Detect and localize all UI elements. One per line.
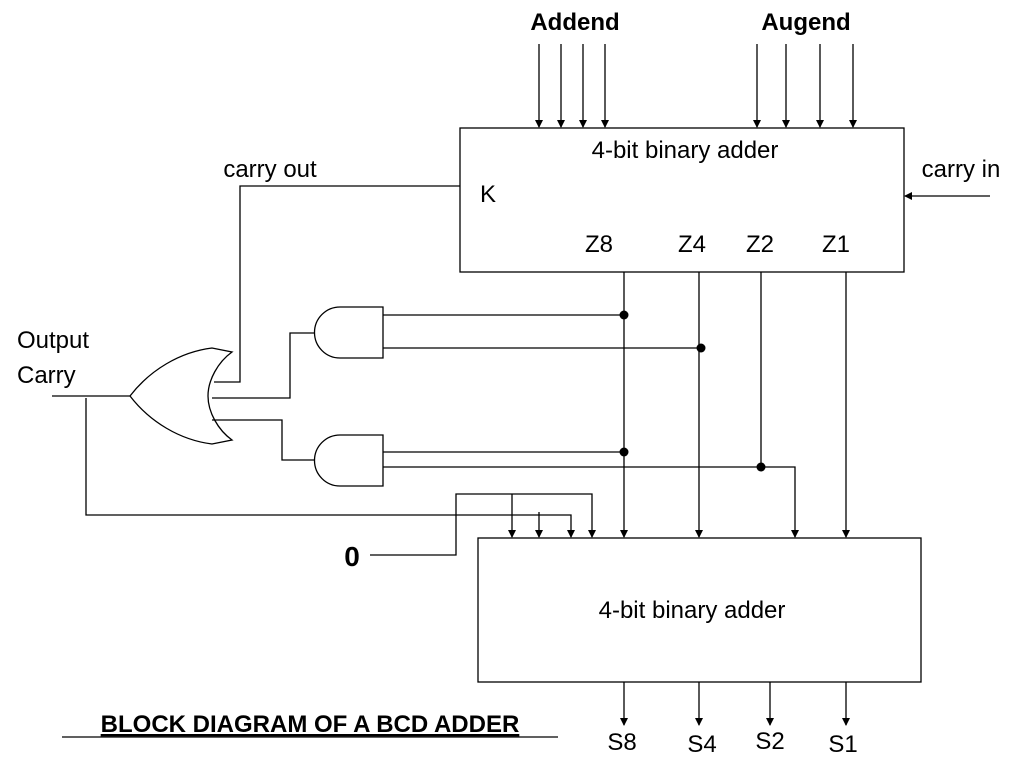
and-gate-lower bbox=[313, 434, 384, 487]
top-adder-title: 4-bit binary adder bbox=[592, 137, 779, 164]
z2-wire bbox=[760, 272, 799, 538]
z2-label: Z2 bbox=[746, 231, 774, 258]
constant-zero-label: 0 bbox=[344, 541, 360, 572]
and-lower-to-or-wire bbox=[212, 419, 314, 461]
and-gate-upper bbox=[313, 306, 384, 359]
augend-label: Augend bbox=[761, 9, 850, 36]
carry-out-label: carry out bbox=[223, 156, 317, 183]
carry-in-label: carry in bbox=[922, 156, 1001, 183]
addend-input-lines bbox=[535, 44, 609, 128]
constant-zero-wire bbox=[370, 493, 596, 556]
bottom-adder-title: 4-bit binary adder bbox=[599, 597, 786, 624]
or-gate bbox=[129, 347, 234, 445]
output-carry-feedback-wire bbox=[85, 398, 575, 538]
bottom-binary-adder bbox=[477, 537, 922, 683]
s4-label: S4 bbox=[687, 731, 716, 758]
z8-label: Z8 bbox=[585, 231, 613, 258]
and-upper-to-or-wire bbox=[212, 332, 314, 399]
diagram-caption: BLOCK DIAGRAM OF A BCD ADDER bbox=[101, 711, 520, 738]
s8-label: S8 bbox=[607, 729, 636, 756]
s2-label: S2 bbox=[755, 728, 784, 755]
sum-output-lines bbox=[620, 682, 850, 726]
z4-label: Z4 bbox=[678, 231, 706, 258]
output-carry-label-line2: Carry bbox=[17, 362, 76, 389]
addend-label: Addend bbox=[530, 9, 619, 36]
s1-label: S1 bbox=[828, 731, 857, 758]
junction-dot bbox=[756, 462, 766, 472]
carry-out-wire bbox=[214, 185, 460, 383]
junction-dot bbox=[619, 310, 629, 320]
junction-dot bbox=[696, 343, 706, 353]
top-binary-adder bbox=[459, 127, 905, 273]
augend-input-lines bbox=[753, 44, 857, 128]
z1-label: Z1 bbox=[822, 231, 850, 258]
output-carry-label-line1: Output bbox=[17, 327, 89, 354]
junction-dot bbox=[619, 447, 629, 457]
carry-k-label: K bbox=[480, 181, 496, 208]
